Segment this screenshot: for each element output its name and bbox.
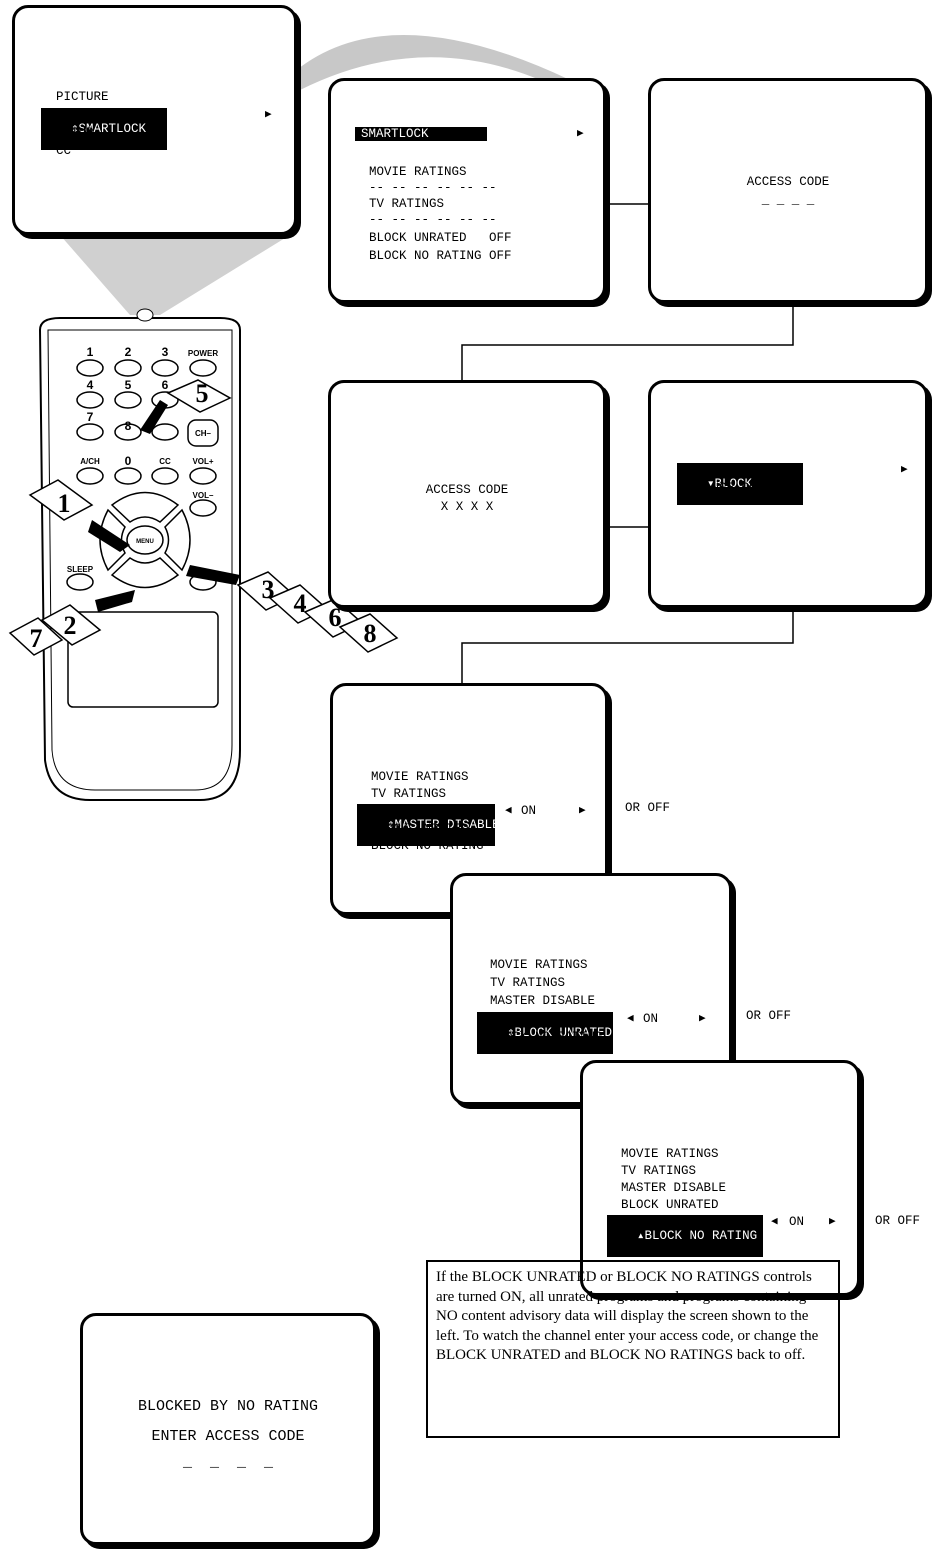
note-box: If the BLOCK UNRATED or BLOCK NO RATINGS… (426, 1260, 840, 1438)
right-arrow-icon: ▶ (577, 128, 584, 140)
tv-ratings-label[interactable]: TV RATINGS (369, 197, 445, 211)
access-code-label: ACCESS CODE (746, 175, 830, 189)
option-value: ON (521, 804, 537, 818)
or-off-label: OR OFF (625, 801, 671, 815)
tv-ratings-label[interactable]: TV RATINGS (371, 787, 447, 801)
block-no-rating-screen: MOVIE RATINGS TV RATINGS MASTER DISABLE … (580, 1060, 860, 1296)
right-arrow-icon[interactable]: ▶ (579, 805, 586, 817)
transition-beam (285, 35, 570, 90)
key-label: 4 (87, 378, 94, 392)
enter-code-prompt: ENTER ACCESS CODE (151, 1428, 305, 1445)
key-label: A/CH (80, 457, 100, 466)
option-value: ON (789, 1215, 805, 1229)
key-label: 1 (87, 345, 94, 359)
key-label: CH– (195, 429, 212, 438)
option-value: ON (643, 1012, 659, 1026)
right-arrow-icon: ▶ (901, 464, 908, 476)
remote-control: 1 2 3 POWER 4 5 6 7 8 CH– A/CH 0 CC VOL+… (8, 308, 399, 801)
block-unrated-row[interactable]: BLOCK UNRATED (371, 822, 469, 836)
movie-ratings-label[interactable]: MOVIE RATINGS (369, 165, 467, 179)
master-disable-row[interactable]: MASTER DISABLE (621, 1181, 727, 1195)
step-badge: 7 (30, 624, 43, 653)
movie-ratings-label[interactable]: MOVIE RATINGS (490, 958, 588, 972)
smartlock-screen: SMARTLOCK ▶ MOVIE RATINGS -- -- -- -- --… (328, 78, 606, 303)
updown-icon: ⇕ (507, 1026, 515, 1040)
key-label: CC (159, 457, 171, 466)
key-label: POWER (188, 349, 218, 358)
or-off-label: OR OFF (875, 1214, 921, 1228)
right-arrow-icon: ▶ (265, 109, 272, 121)
key-label: 5 (125, 378, 132, 392)
left-arrow-icon[interactable]: ◀ (627, 1013, 634, 1025)
menu-item-cc[interactable]: CC (56, 144, 72, 158)
key-label: VOL+ (192, 457, 213, 466)
updown-icon: ⇕ (71, 122, 79, 136)
smartlock-title: SMARTLOCK (355, 127, 487, 141)
key-label: SLEEP (67, 565, 94, 574)
left-arrow-icon[interactable]: ◀ (771, 1216, 778, 1228)
access-code-value[interactable]: X X X X (440, 500, 494, 514)
block-no-rating-row[interactable]: BLOCK NO RATING (371, 839, 484, 853)
tv-ratings-label[interactable]: TV RATINGS (621, 1164, 697, 1178)
movie-ratings-values: -- -- -- -- -- -- (369, 181, 497, 195)
tv-ratings-values: -- -- -- -- -- -- (369, 213, 497, 227)
step-badge: 8 (364, 619, 377, 648)
up-arrow-icon: ▴ (637, 1229, 645, 1243)
menu-item-picture[interactable]: PICTURE (56, 90, 109, 104)
blocked-screen: BLOCKED BY NO RATING ENTER ACCESS CODE _… (80, 1313, 376, 1545)
block-unrated-row[interactable]: BLOCK UNRATED OFF (369, 231, 512, 245)
down-arrow-icon: ▾ (707, 477, 715, 491)
step-badge: 4 (294, 589, 307, 618)
access-code-label: ACCESS CODE (425, 483, 509, 497)
step-badge: 3 (262, 575, 275, 604)
movie-ratings-label[interactable]: MOVIE RATINGS (371, 770, 469, 784)
key-label: 8 (125, 419, 132, 433)
key-label: MENU (136, 539, 154, 545)
step-badge: 1 (58, 489, 71, 518)
block-unrated-row[interactable]: BLOCK UNRATED (621, 1198, 719, 1212)
step-badge: 6 (329, 603, 342, 632)
right-arrow-icon[interactable]: ▶ (829, 1216, 836, 1228)
menu-screen: PICTURE ⇕SMARTLOCK ▶ SETUP CC (12, 5, 297, 235)
movie-ratings-label[interactable]: MOVIE RATINGS (621, 1147, 719, 1161)
key-label: 0 (125, 454, 132, 468)
access-code-input[interactable]: _ _ _ _ (182, 1454, 273, 1471)
key-label: 2 (125, 345, 132, 359)
master-disable-row[interactable]: MASTER DISABLE (490, 994, 596, 1008)
remote-light-cone (60, 235, 290, 315)
menu-item-change-code[interactable]: CHANGE CODE (689, 481, 772, 495)
block-no-rating-row[interactable]: BLOCK NO RATING (490, 1030, 603, 1044)
blocked-message: BLOCKED BY NO RATING (137, 1398, 319, 1415)
access-code-screen: ACCESS CODE _ _ _ _ (648, 78, 928, 303)
key-label: 6 (162, 378, 169, 392)
updown-icon: ⇕ (387, 818, 395, 832)
menu-item-setup[interactable]: SETUP (56, 126, 94, 140)
key-label: 3 (162, 345, 169, 359)
block-menu-screen: ▾BLOCK ▶ CHANGE CODE (648, 380, 928, 608)
key-label: VOL– (193, 491, 214, 500)
tv-ratings-label[interactable]: TV RATINGS (490, 976, 566, 990)
master-disable-row[interactable]: ⇕MASTER DISABLE (357, 804, 500, 846)
menu-item-block[interactable]: ▾BLOCK (677, 463, 803, 505)
block-no-rating-row[interactable]: BLOCK NO RATING OFF (369, 249, 512, 263)
left-arrow-icon[interactable]: ◀ (505, 805, 512, 817)
access-code-input[interactable]: _ _ _ _ (761, 193, 815, 207)
right-arrow-icon[interactable]: ▶ (699, 1013, 706, 1025)
block-unrated-row[interactable]: ⇕BLOCK UNRATED (477, 1012, 613, 1054)
block-no-rating-row[interactable]: ▴BLOCK NO RATING (607, 1215, 763, 1257)
or-off-label: OR OFF (746, 1009, 792, 1023)
menu-item-smartlock[interactable]: ⇕SMARTLOCK (41, 108, 167, 150)
step-badge: 5 (196, 379, 209, 408)
step-badge: 2 (64, 611, 77, 640)
key-label: 7 (87, 410, 94, 424)
access-code-entered-screen: ACCESS CODE X X X X (328, 380, 606, 608)
